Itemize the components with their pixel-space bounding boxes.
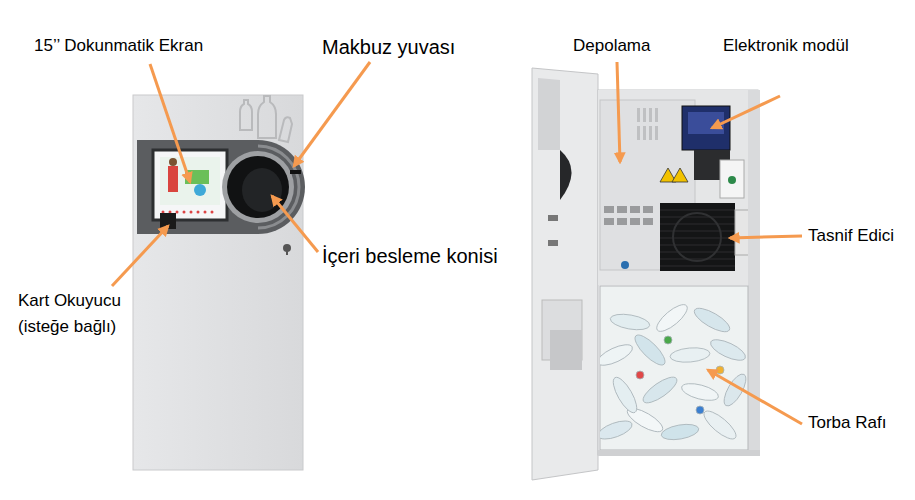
- sorter-label: Tasnif Edici: [808, 226, 894, 246]
- storage-label: Depolama: [573, 36, 651, 56]
- card-reader-label: Kart Okuyucu (isteğe bağlı): [18, 288, 140, 341]
- feed-cone-label: İçeri besleme konisi: [322, 244, 498, 268]
- bag-rack-label: Torba Rafı: [808, 413, 886, 433]
- front-view: [133, 95, 305, 470]
- open-view: [532, 68, 760, 480]
- leader-arrows: [112, 62, 802, 424]
- screen-label: 15’’ Dokunmatik Ekran: [34, 36, 203, 56]
- receipt-slot-label: Makbuz yuvası: [322, 35, 455, 59]
- electronic-module-label: Elektronik modül: [723, 36, 849, 56]
